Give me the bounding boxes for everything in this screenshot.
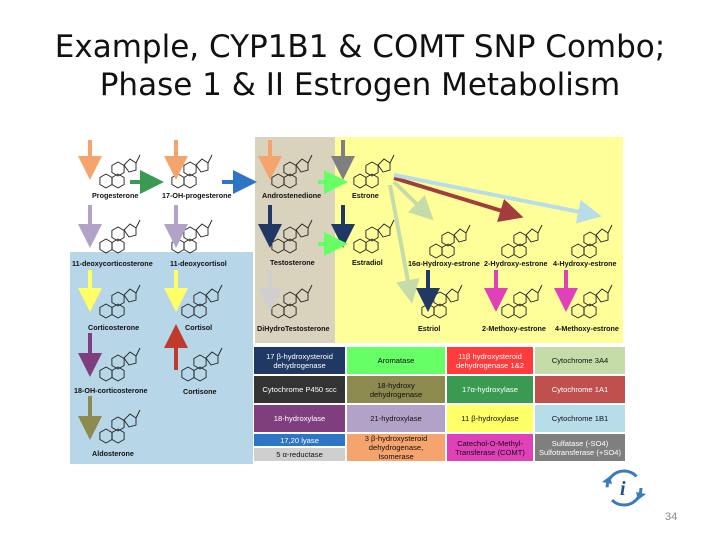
- page-number: 34: [665, 511, 678, 523]
- legend-cell: Cytochrome 1B1: [534, 404, 626, 433]
- title-line-1: Example, CYP1B1 & COMT SNP Combo;: [54, 29, 666, 65]
- label-11-deoxycortisol: 11-deoxycortisol: [170, 259, 227, 268]
- label-estrone: Estrone: [352, 191, 379, 200]
- legend-cell: 11β hydroxysteroid dehydrogenase 1&2: [446, 346, 534, 375]
- i-logo-icon: i: [602, 469, 646, 507]
- molecule-cortisone: [181, 347, 223, 382]
- label-estriol: Estriol: [418, 324, 440, 333]
- label-estradiol: Estradiol: [352, 258, 383, 267]
- label-4-hydroxyestrone: 4-Hydroxy-estrone: [553, 259, 617, 268]
- label-2-hydroxyestrone: 2-Hydroxy-estrone: [484, 259, 548, 268]
- molecule-2-hydroxyestrone: [501, 224, 543, 259]
- legend-cell: 21-hydroxylase: [346, 404, 446, 433]
- legend-cell: 17 β-hydroxysteroid dehydrogenase: [253, 346, 346, 375]
- label-4-methoxyestrone: 4-Methoxy-estrone: [555, 324, 619, 333]
- label-corticosterone: Corticosterone: [88, 323, 139, 332]
- legend-cell: Sulfatase (-SO4) Sulfotransferase (+SO4): [534, 433, 626, 462]
- legend-cell: 5 α-reductase: [253, 447, 346, 462]
- slide-title: Example, CYP1B1 & COMT SNP Combo; Phase …: [0, 28, 720, 104]
- arrow-1a1-2oh: [393, 176, 524, 222]
- legend-cell: Cytochrome 3A4: [534, 346, 626, 375]
- legend-cell: 17,20 lyase: [253, 433, 346, 447]
- legend-cell: 18-hydroxy dehydrogenase: [346, 375, 446, 404]
- label-cortisol: Cortisol: [185, 323, 212, 332]
- mineralocorticoid-zone: [70, 252, 253, 464]
- label-dihydrotestosterone: DiHydroTestosterone: [257, 324, 330, 333]
- androgen-zone: [255, 137, 335, 343]
- title-line-2: Phase 1 & II Estrogen Metabolism: [99, 67, 621, 103]
- label-2-methoxyestrone: 2-Methoxy-estrone: [482, 324, 546, 333]
- legend-cell: 18-hydroxylase: [253, 404, 346, 433]
- legend-cell: Cytochrome 1A1: [534, 375, 626, 404]
- legend-cell: 3 β-hydroxysteroid dehydrogenase, Isomer…: [346, 433, 446, 462]
- molecule-testosterone: [271, 219, 313, 254]
- molecule-4-hydroxyestrone: [571, 224, 613, 259]
- molecule-progesterone: [99, 154, 141, 189]
- label-11-deoxycorticosterone: 11-deoxycorticosterone: [72, 259, 153, 268]
- label-16a-hydroxyestrone: 16α-Hydroxy-estrone: [408, 259, 480, 268]
- molecule-corticosterone: [99, 284, 141, 319]
- arrow-3a4-16a: [392, 180, 434, 221]
- arrow-1b1-4oh: [393, 173, 602, 224]
- legend-cell: Cytochrome P450 scc: [253, 375, 346, 404]
- label-testosterone: Testosterone: [270, 258, 315, 267]
- label-progesterone: Progesterone: [92, 191, 138, 200]
- svg-text:i: i: [620, 478, 626, 500]
- molecule-16a-hydroxyestrone: [429, 224, 471, 259]
- label-androstenedione: Androstenedione: [262, 191, 321, 200]
- legend-cell: Catechol-O-Methyl-Transferase (COMT): [446, 433, 534, 462]
- label-18oh-corticosterone: 18-OH-corticosterone: [74, 386, 148, 395]
- label-aldosterone: Aldosterone: [92, 449, 134, 458]
- legend-cell: Aromatase: [346, 346, 446, 375]
- legend-cell: 17α-hydroxylase: [446, 375, 534, 404]
- legend-cell: 11 β-hydroxylase: [446, 404, 534, 433]
- label-17oh-progesterone: 17-OH-progesterone: [162, 191, 232, 200]
- label-cortisone: Cortisone: [183, 387, 217, 396]
- arrow-3a4-estriol: [388, 184, 420, 304]
